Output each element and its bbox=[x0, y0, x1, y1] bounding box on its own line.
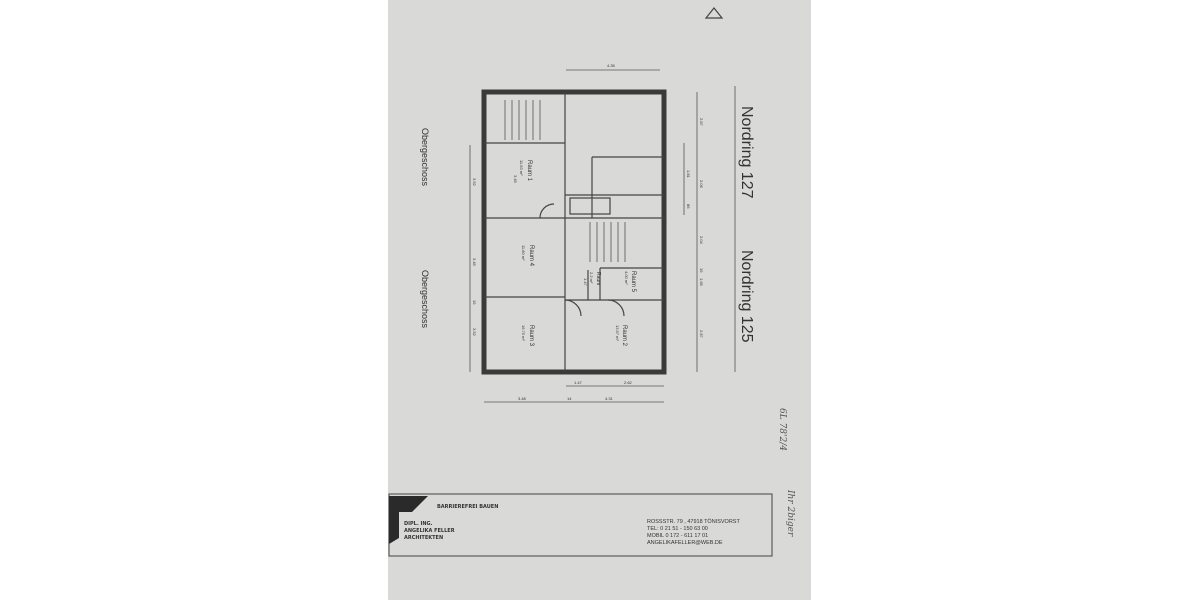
room-area: 11.80 m² bbox=[521, 245, 526, 261]
architect-line: ANGELIKA FELLER bbox=[404, 528, 455, 534]
dim-bottom: 2.62 bbox=[624, 380, 633, 385]
dim-left: 3.45 bbox=[472, 258, 477, 267]
room-extra: 1.47 bbox=[583, 278, 588, 287]
dim-right: 19 bbox=[699, 268, 704, 273]
room-label: Raum 4 bbox=[528, 245, 534, 267]
dim-right: 2.87 bbox=[699, 118, 704, 127]
dim-right: 1.81 bbox=[686, 170, 691, 179]
street-label-127: Nordring 127 bbox=[738, 106, 755, 199]
room-area: 4.00 m² bbox=[624, 271, 629, 285]
interior-walls bbox=[484, 92, 665, 372]
architect-line: DIPL. ING. bbox=[404, 521, 433, 527]
north-arrow-icon bbox=[704, 7, 724, 19]
dim-bottom: 4.31 bbox=[605, 396, 614, 401]
floor-label: Obergeschoss bbox=[420, 128, 430, 187]
staircase bbox=[504, 100, 541, 140]
architect-logo bbox=[389, 496, 428, 544]
dim-right: 2.04 bbox=[699, 236, 704, 245]
room-label: Raum 2 bbox=[621, 325, 627, 347]
title-block: BARRIEREFREI BAUEN DIPL. ING. ANGELIKA F… bbox=[388, 493, 773, 557]
dim-bottom: 14 bbox=[567, 396, 572, 401]
floor-label: Obergeschoss bbox=[420, 270, 430, 329]
room-label: Raum bbox=[595, 272, 601, 285]
handwritten-note: Ihr 2biger bbox=[785, 489, 795, 537]
dimension-lines: 4.35 2.87 2.06 1.81 86 2.04 19 1.65 2.87… bbox=[469, 63, 736, 403]
room-label: Raum 5 bbox=[630, 271, 636, 293]
address-line: ROSSSTR. 79 , 47918 TÖNISVORST bbox=[647, 518, 740, 525]
dim-top: 4.35 bbox=[607, 63, 616, 68]
title-heading: BARRIEREFREI BAUEN bbox=[437, 504, 498, 510]
room-area: 2.2 m² bbox=[589, 272, 594, 284]
email-line: ANGELIKAFELLER@WEB.DE bbox=[647, 540, 723, 546]
dim-bottom: 3.48 bbox=[518, 396, 527, 401]
phone-line: TEL: 0 21 51 - 150 63 00 bbox=[647, 526, 708, 532]
room-area: 13.57 m² bbox=[615, 325, 620, 341]
dim-bottom: 1.47 bbox=[574, 380, 583, 385]
room-label: Raum 1 bbox=[526, 160, 532, 182]
dim-right: 2.87 bbox=[699, 330, 704, 339]
dim-left: 3.52 bbox=[472, 178, 477, 187]
mobile-line: MOBIL 0 172 - 611 17 01 bbox=[647, 533, 708, 539]
dim-right: 2.06 bbox=[699, 180, 704, 189]
dim-right: 1.65 bbox=[699, 278, 704, 287]
room-label: Raum 3 bbox=[528, 325, 534, 347]
outer-walls bbox=[481, 89, 667, 375]
dim-left: 3.52 bbox=[472, 328, 477, 337]
room-extra: 3.45 bbox=[513, 175, 518, 184]
bathtub bbox=[569, 197, 611, 215]
dim-right: 86 bbox=[686, 204, 691, 209]
staircase bbox=[589, 222, 626, 262]
room-area: 16.70 m² bbox=[521, 325, 526, 341]
architect-line: ARCHITEKTEN bbox=[404, 535, 443, 541]
handwritten-note: 6L 78'2/4 bbox=[777, 408, 787, 451]
dim-left: 19 bbox=[472, 300, 477, 305]
street-label-125: Nordring 125 bbox=[738, 250, 755, 343]
room-area: 11.63 m² bbox=[519, 160, 524, 176]
